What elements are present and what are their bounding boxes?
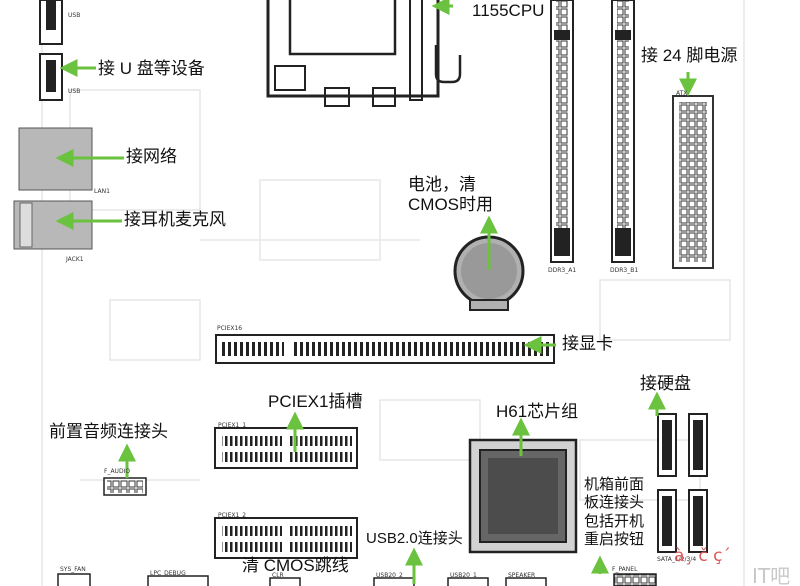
silk-pciex1-2: PCIEX1_2 (218, 512, 247, 519)
label-front-panel-line2: 板连接头 (584, 494, 645, 511)
label-battery-line1: 电池，清 (408, 175, 476, 194)
silk-sys-fan: SYS_FAN (60, 566, 86, 573)
silk-f-audio: F_AUDIO (104, 468, 131, 475)
label-h61-chipset: H61芯片组 (496, 402, 579, 421)
label-front-audio: 前置音频连接头 (49, 422, 168, 441)
front-audio-header (103, 477, 147, 496)
h61-chipset (468, 438, 578, 554)
silk-usb20-2: USB20_2 (376, 572, 403, 579)
usb-port-top (39, 0, 63, 45)
silk-jack: JACK1 (66, 256, 84, 263)
silk-lpc-debug: LPC_DEBUG (150, 570, 186, 577)
audio-jack (13, 200, 93, 250)
front-panel-header (613, 573, 657, 586)
silk-f-panel: F_PANEL (612, 566, 638, 573)
label-battery-line2: CMOS时用 (408, 195, 493, 214)
silk-speaker: SPEAKER (508, 572, 536, 579)
pcie-x1-slot-2 (214, 517, 358, 559)
label-usb20-header: USB2.0连接头 (366, 530, 463, 547)
label-front-panel-line1: 机箱前面 (584, 476, 645, 493)
label-power-24pin: 接 24 脚电源 (641, 46, 738, 65)
label-pciex1-slot: PCIEX1插槽 (268, 392, 363, 411)
sata-connectors (657, 413, 708, 553)
silk-usb-mid: USB (68, 88, 81, 95)
watermark-garbled: à¸ č ç´ (674, 546, 731, 566)
silk-lan: LAN1 (94, 188, 110, 195)
silk-clr: CLR (272, 572, 284, 579)
atx-24pin-connector (672, 95, 714, 269)
cmos-battery (453, 235, 525, 311)
pcie-x16-slot (215, 334, 555, 364)
ddr-slot-a (550, 0, 574, 263)
indicator-arrows (55, 0, 697, 584)
pcie-x1-slot-1 (214, 427, 358, 469)
silk-atx: ATX (676, 90, 688, 97)
watermark-site: IT吧 (752, 564, 791, 586)
silk-ddr-a: DDR3_A1 (548, 267, 577, 274)
label-front-panel-line4: 重启按钮 (584, 531, 645, 548)
silk-pciex1-1: PCIEX1_1 (218, 422, 247, 429)
label-network: 接网络 (126, 147, 177, 166)
label-usb-device: 接 U 盘等设备 (98, 59, 205, 78)
silk-usb-top: USB (68, 12, 81, 19)
label-audio-mic: 接耳机麦克风 (124, 210, 226, 229)
silk-usb20-1: USB20_1 (450, 572, 477, 579)
ddr-slot-b (611, 0, 635, 263)
usb-port-mid (39, 53, 63, 101)
label-gpu: 接显卡 (562, 334, 613, 353)
silk-ddr-b: DDR3_B1 (610, 267, 639, 274)
cpu-socket (266, 0, 462, 107)
label-clear-cmos: 清 CMOS跳线 (242, 556, 349, 575)
label-harddisk: 接硬盘 (640, 374, 691, 393)
bottom-headers (57, 573, 547, 586)
label-cpu-socket: 1155CPU (472, 1, 545, 20)
label-front-panel-line3: 包括开机 (584, 513, 645, 530)
silk-sata: SATA_1/2/3/4 (657, 556, 697, 563)
silk-pciex16: PCIEX16 (217, 325, 243, 332)
